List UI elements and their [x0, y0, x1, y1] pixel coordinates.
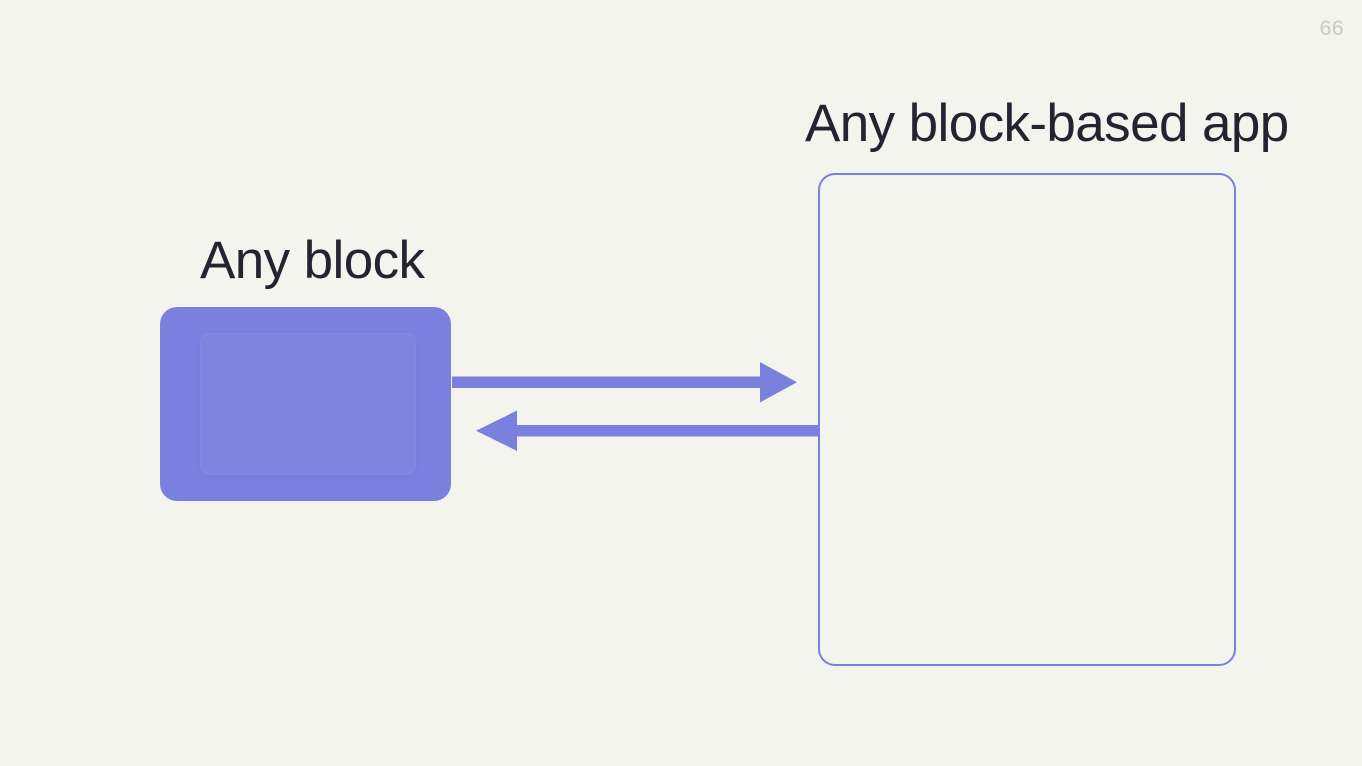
- arrow-app-to-block-icon: [476, 410, 820, 451]
- arrow-block-to-app-icon: [452, 362, 797, 403]
- heading-any-block-based-app: Any block-based app: [805, 94, 1289, 153]
- any-block-based-app-panel: [818, 173, 1236, 666]
- heading-any-block: Any block: [200, 231, 425, 290]
- page-number: 66: [1319, 17, 1344, 40]
- any-block-inner-outline: [200, 333, 416, 475]
- any-block-shape: [160, 307, 451, 501]
